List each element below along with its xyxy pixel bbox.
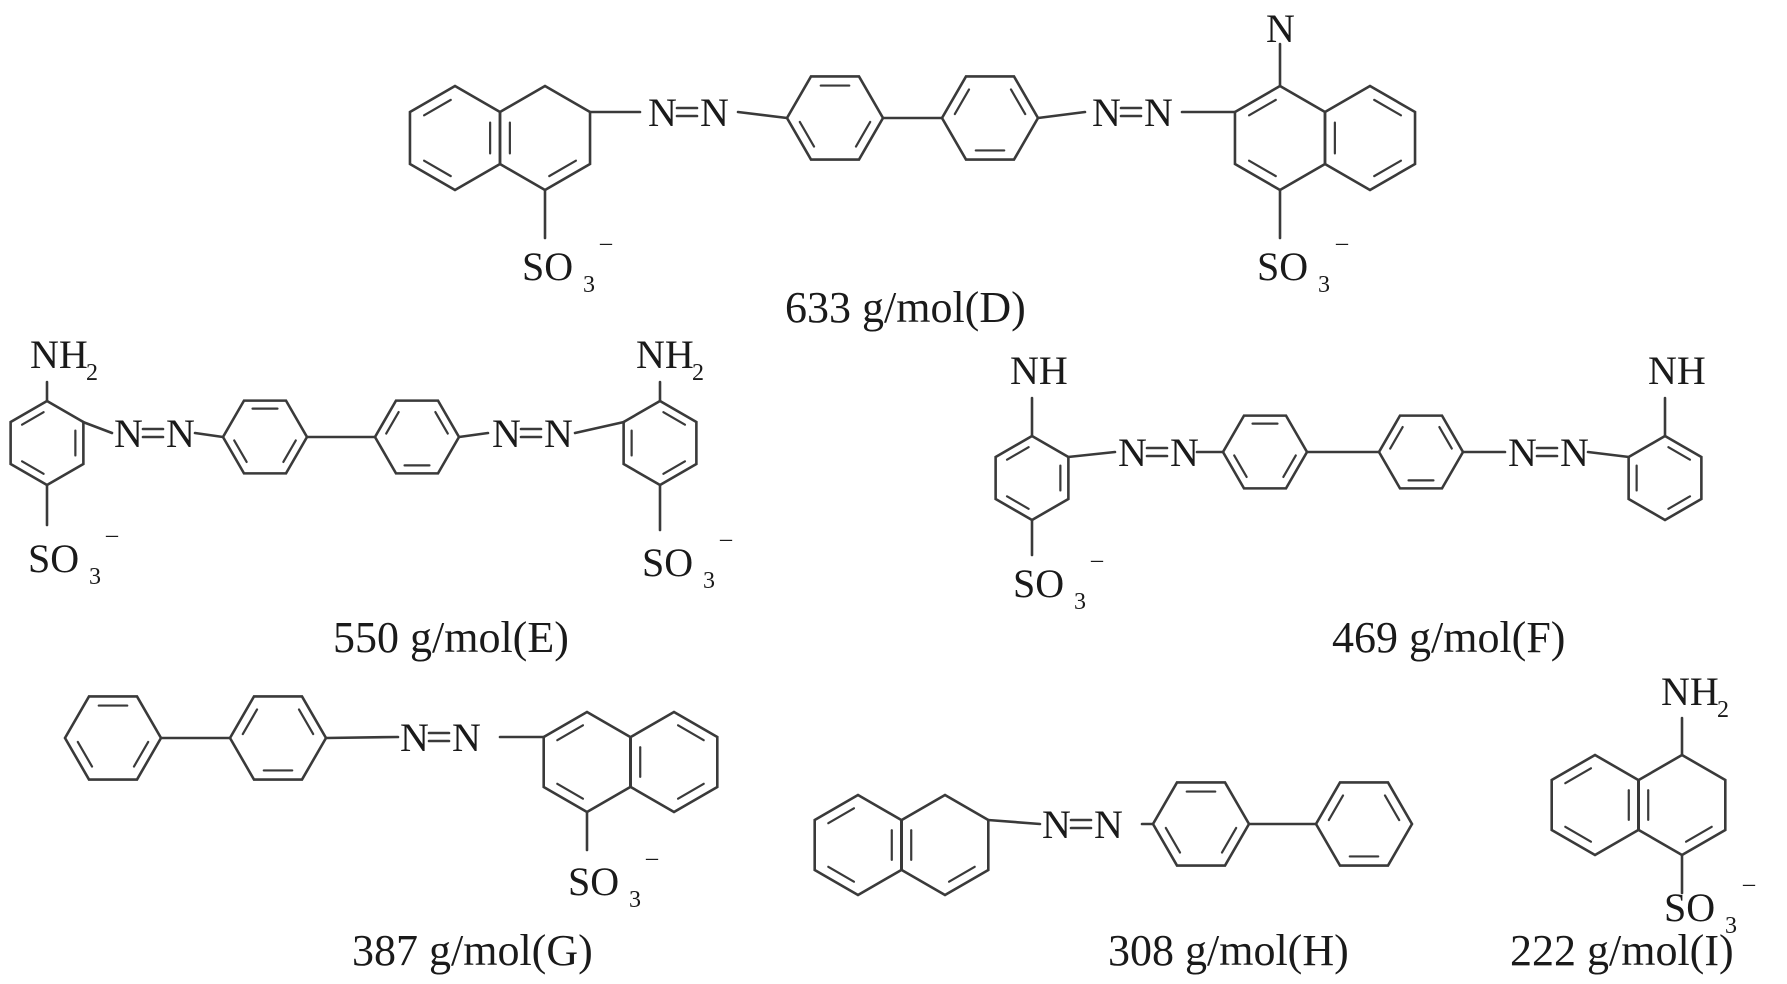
molecule-g-sulfonate: SO 3 – [568,845,659,913]
sulfonate-charge: – [645,845,659,871]
molecule-e-structure [9,380,698,532]
sulfonate-so-label: SO [568,859,619,904]
molecule-f-imine-right: NH [1648,348,1706,393]
aromatic-ring [940,75,1040,161]
molecule-d-top-nitrogen: N [1266,6,1295,51]
amine-nh-label: NH [1661,669,1719,714]
aromatic-ring [63,695,163,781]
aromatic-ring [9,399,85,487]
molecule-g-structure [63,695,719,852]
aromatic-ring [629,710,719,814]
molecule-g: N N SO 3 – 387 g/mol(G) [63,695,719,975]
aromatic-ring [1151,781,1251,867]
aromatic-ring [1233,84,1327,192]
aromatic-ring [498,84,592,192]
amine-subscript: 2 [1717,697,1729,723]
molecule-e-caption: 550 g/mol(E) [333,613,569,662]
molecule-f-azo-left-n2: N [1170,430,1199,475]
aromatic-ring [408,84,502,192]
sulfonate-subscript: 3 [629,887,641,913]
molecule-d-azo-left-n1: N [648,90,677,135]
molecule-e-amine-right: NH 2 [636,332,704,386]
molecule-f-structure [994,396,1703,557]
molecule-d-structure [408,42,1417,240]
molecule-d-azo-right-n1: N [1092,90,1121,135]
molecule-d-sulfonate-right: SO 3 – [1257,230,1349,298]
molecule-d-sulfonate-left: SO 3 – [522,230,613,298]
molecule-f-azo-right-n1: N [1508,430,1537,475]
molecule-e-sulfonate-left: SO 3 – [28,522,119,590]
aromatic-ring [785,75,885,161]
molecule-e-azo-left-n2: N [166,411,195,456]
molecule-h-caption: 308 g/mol(H) [1108,926,1349,975]
molecule-e-sulfonate-right: SO 3 – [642,526,733,594]
sulfonate-subscript: 3 [703,568,715,594]
molecule-i: NH 2 SO 3 – 222 g/mol(I) [1510,669,1756,975]
molecule-d-azo-right-n2: N [1144,90,1173,135]
aromatic-ring [542,710,632,814]
molecule-g-azo-n1: N [400,715,429,760]
sulfonate-charge: – [599,230,613,256]
molecule-d-caption: 633 g/mol(D) [785,283,1026,332]
molecule-h-azo-n2: N [1094,802,1123,847]
sulfonate-so-label: SO [1013,561,1064,606]
sulfonate-subscript: 3 [1074,589,1086,615]
sulfonate-charge: – [1090,547,1104,573]
molecule-e-azo-left-n1: N [114,411,143,456]
aromatic-ring [1323,84,1417,192]
amine-subscript: 2 [86,360,98,386]
amine-subscript: 2 [692,360,704,386]
aromatic-ring [228,695,328,781]
molecule-h: N N 308 g/mol(H) [813,781,1414,975]
molecule-g-azo-n2: N [452,715,481,760]
molecule-d-azo-left-n2: N [700,90,729,135]
sulfonate-charge: – [105,522,119,548]
aromatic-ring [221,399,309,475]
sulfonate-charge: – [1335,230,1349,256]
molecule-g-caption: 387 g/mol(G) [352,926,593,975]
sulfonate-subscript: 3 [1725,913,1737,939]
aromatic-ring [373,399,461,475]
aromatic-ring [1314,781,1414,867]
aromatic-ring [813,793,903,897]
molecule-e-azo-right-n2: N [544,411,573,456]
sulfonate-subscript: 3 [89,564,101,590]
molecule-e: NH 2 NH 2 N N N N SO 3 – SO 3 – 550 g/mo… [9,332,733,662]
molecule-f-caption: 469 g/mol(F) [1332,613,1565,662]
molecule-i-structure [1550,716,1727,895]
amine-nh-label: NH [636,332,694,377]
molecule-i-sulfonate: SO 3 – [1664,871,1756,939]
molecule-e-amine-left: NH 2 [30,332,98,386]
molecule-i-amine: NH 2 [1661,669,1729,723]
sulfonate-charge: – [1742,871,1756,897]
aromatic-ring [1221,414,1309,490]
molecule-e-azo-right-n1: N [492,411,521,456]
molecule-f-azo-left-n1: N [1118,430,1147,475]
molecule-f-sulfonate: SO 3 – [1013,547,1104,615]
aromatic-ring [1550,753,1640,857]
molecule-h-azo-n1: N [1042,802,1071,847]
molecule-f-azo-right-n2: N [1560,430,1589,475]
molecule-d: N N N N N SO 3 – SO 3 – 633 g/mol(D) [408,6,1417,332]
sulfonate-so-label: SO [1257,244,1308,289]
aromatic-ring [900,793,990,897]
molecule-i-caption: 222 g/mol(I) [1510,926,1734,975]
aromatic-ring [994,434,1070,522]
aromatic-ring [622,399,698,487]
amine-nh-label: NH [30,332,88,377]
aromatic-ring [1377,414,1465,490]
sulfonate-so-label: SO [642,540,693,585]
sulfonate-so-label: SO [1664,885,1715,930]
molecule-f-imine-left: NH [1010,348,1068,393]
sulfonate-subscript: 3 [1318,272,1330,298]
aromatic-ring [1637,753,1727,857]
sulfonate-so-label: SO [28,536,79,581]
sulfonate-so-label: SO [522,244,573,289]
sulfonate-charge: – [719,526,733,552]
molecule-f: NH NH N N N N SO 3 – 469 g/mol(F) [994,348,1706,662]
sulfonate-subscript: 3 [583,272,595,298]
aromatic-ring [1627,434,1703,522]
molecule-h-structure [813,781,1414,897]
